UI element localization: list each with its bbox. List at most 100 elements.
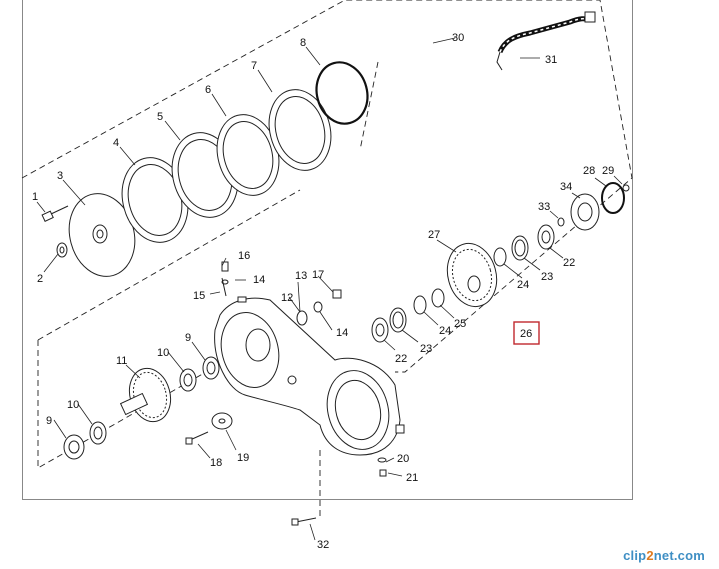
callout-31: 31: [545, 54, 557, 66]
watermark-text-a: clip: [623, 548, 647, 563]
part-snap-ring-25: [431, 288, 445, 308]
part-bolt-1: [41, 205, 69, 222]
part-plug-12: [296, 310, 308, 326]
callout-5: 5: [157, 111, 163, 123]
part-gear-shaft-11: [119, 367, 172, 423]
callout-7: 7: [251, 60, 257, 72]
callout-3: 3: [57, 170, 63, 182]
frame-right-line: [632, 0, 633, 500]
callout-14-lower: 14: [336, 327, 348, 339]
part-vent-16: [221, 261, 229, 272]
callout-9-upper: 9: [185, 332, 191, 344]
callout-27: 27: [428, 229, 440, 241]
part-o-ring-28: [601, 182, 625, 214]
part-seal-9-upper-inner: [206, 361, 216, 375]
watermark-text-c: net.com: [653, 548, 705, 563]
part-hose-31: [496, 11, 596, 71]
part-bearing-10-lower: [89, 421, 107, 445]
part-cup-23-upper: [511, 235, 529, 261]
part-bolt-32-head: [291, 518, 299, 526]
housing-key: [395, 424, 405, 434]
callout-14-upper: 14: [253, 274, 265, 286]
part-bearing-10-upper: [179, 368, 197, 392]
part-ring-33: [557, 217, 565, 227]
part-plug-29: [622, 184, 630, 192]
housing-tab: [237, 296, 247, 303]
part-cover-plate-3: [68, 193, 136, 277]
part-housing-13: [214, 297, 401, 456]
callout-17: 17: [312, 269, 324, 281]
callout-18: 18: [210, 457, 222, 469]
callout-20: 20: [397, 453, 409, 465]
part-bearing-10-upper-inner: [183, 373, 193, 387]
callout-10-lower: 10: [67, 399, 79, 411]
part-seal-9-lower-inner: [68, 440, 80, 454]
callout-33: 33: [538, 201, 550, 213]
part-bolt-18: [189, 431, 209, 441]
callout-24-upper: 24: [517, 279, 529, 291]
callout-34: 34: [560, 181, 572, 193]
part-bearing-22-lower: [371, 317, 389, 343]
part-plate-7: [268, 89, 332, 171]
callout-25: 25: [454, 318, 466, 330]
part-bearing-22-upper-inner: [541, 230, 551, 244]
part-cap-34: [570, 193, 600, 231]
part-gear-27: [446, 242, 498, 308]
part-plate-7-inner: [274, 96, 326, 164]
assembly-outline-inner: [359, 61, 379, 151]
callout-22-lower: 22: [395, 353, 407, 365]
callout-19: 19: [237, 452, 249, 464]
part-seal-9-lower: [63, 434, 85, 460]
callout-2: 2: [37, 273, 43, 285]
part-washer-19-inner: [218, 418, 226, 424]
watermark-logo: clip2net.com: [623, 548, 705, 563]
frame-top-left-line: [22, 0, 23, 500]
housing-bore-left-inner: [245, 328, 271, 362]
part-shim-24-upper: [493, 247, 507, 267]
housing-bore-right-inner: [334, 379, 382, 441]
part-o-ring-8: [315, 61, 369, 125]
part-seal-9-upper: [202, 356, 220, 380]
part-plug-21: [379, 469, 387, 477]
callout-15: 15: [193, 290, 205, 302]
assembly-outline-upper: [21, 0, 633, 373]
part-gasket-6-inner: [222, 121, 274, 189]
callout-22-upper: 22: [563, 257, 575, 269]
frame-bottom-line: [22, 499, 633, 500]
part-washer-2: [56, 242, 68, 258]
part-ring-20: [377, 457, 387, 463]
callout-32: 32: [317, 539, 329, 551]
leader-lines: [36, 37, 623, 541]
housing-bore-right: [326, 370, 390, 450]
callout-12: 12: [281, 292, 293, 304]
part-bolt-18-head: [185, 437, 193, 445]
part-screw-15: [221, 277, 227, 297]
part-cup-23-lower: [389, 307, 407, 333]
callout-28: 28: [583, 165, 595, 177]
part-cup-23-lower-inner: [392, 311, 404, 329]
callout-11: 11: [116, 355, 127, 367]
callout-6: 6: [205, 84, 211, 96]
callout-23-upper: 23: [541, 271, 553, 283]
callout-1: 1: [32, 191, 38, 203]
part-shim-24-lower: [413, 295, 427, 315]
callout-labels: 1 2 3 4 5 6 7 8 9 9 10 10 11 12 13 14 14…: [32, 32, 614, 551]
part-bearing-10-lower-inner: [93, 426, 103, 440]
assembly-outline-lower-edge: [37, 189, 301, 341]
callout-29: 29: [602, 165, 614, 177]
part-washer-14-top: [221, 279, 229, 285]
housing-hole: [287, 375, 297, 385]
part-washer-19: [211, 412, 233, 430]
callout-30: 30: [452, 32, 464, 44]
callout-23-lower: 23: [420, 343, 432, 355]
part-bearing-22-lower-inner: [375, 323, 385, 337]
part-bolt-32: [295, 517, 317, 523]
callout-26: 26: [520, 328, 532, 340]
callout-4: 4: [113, 137, 119, 149]
part-bearing-22-upper: [537, 224, 555, 250]
part-seal-14: [313, 301, 323, 313]
highlight-box-26: [513, 321, 540, 345]
callout-9-lower: 9: [46, 415, 52, 427]
part-fitting-17: [332, 289, 342, 299]
